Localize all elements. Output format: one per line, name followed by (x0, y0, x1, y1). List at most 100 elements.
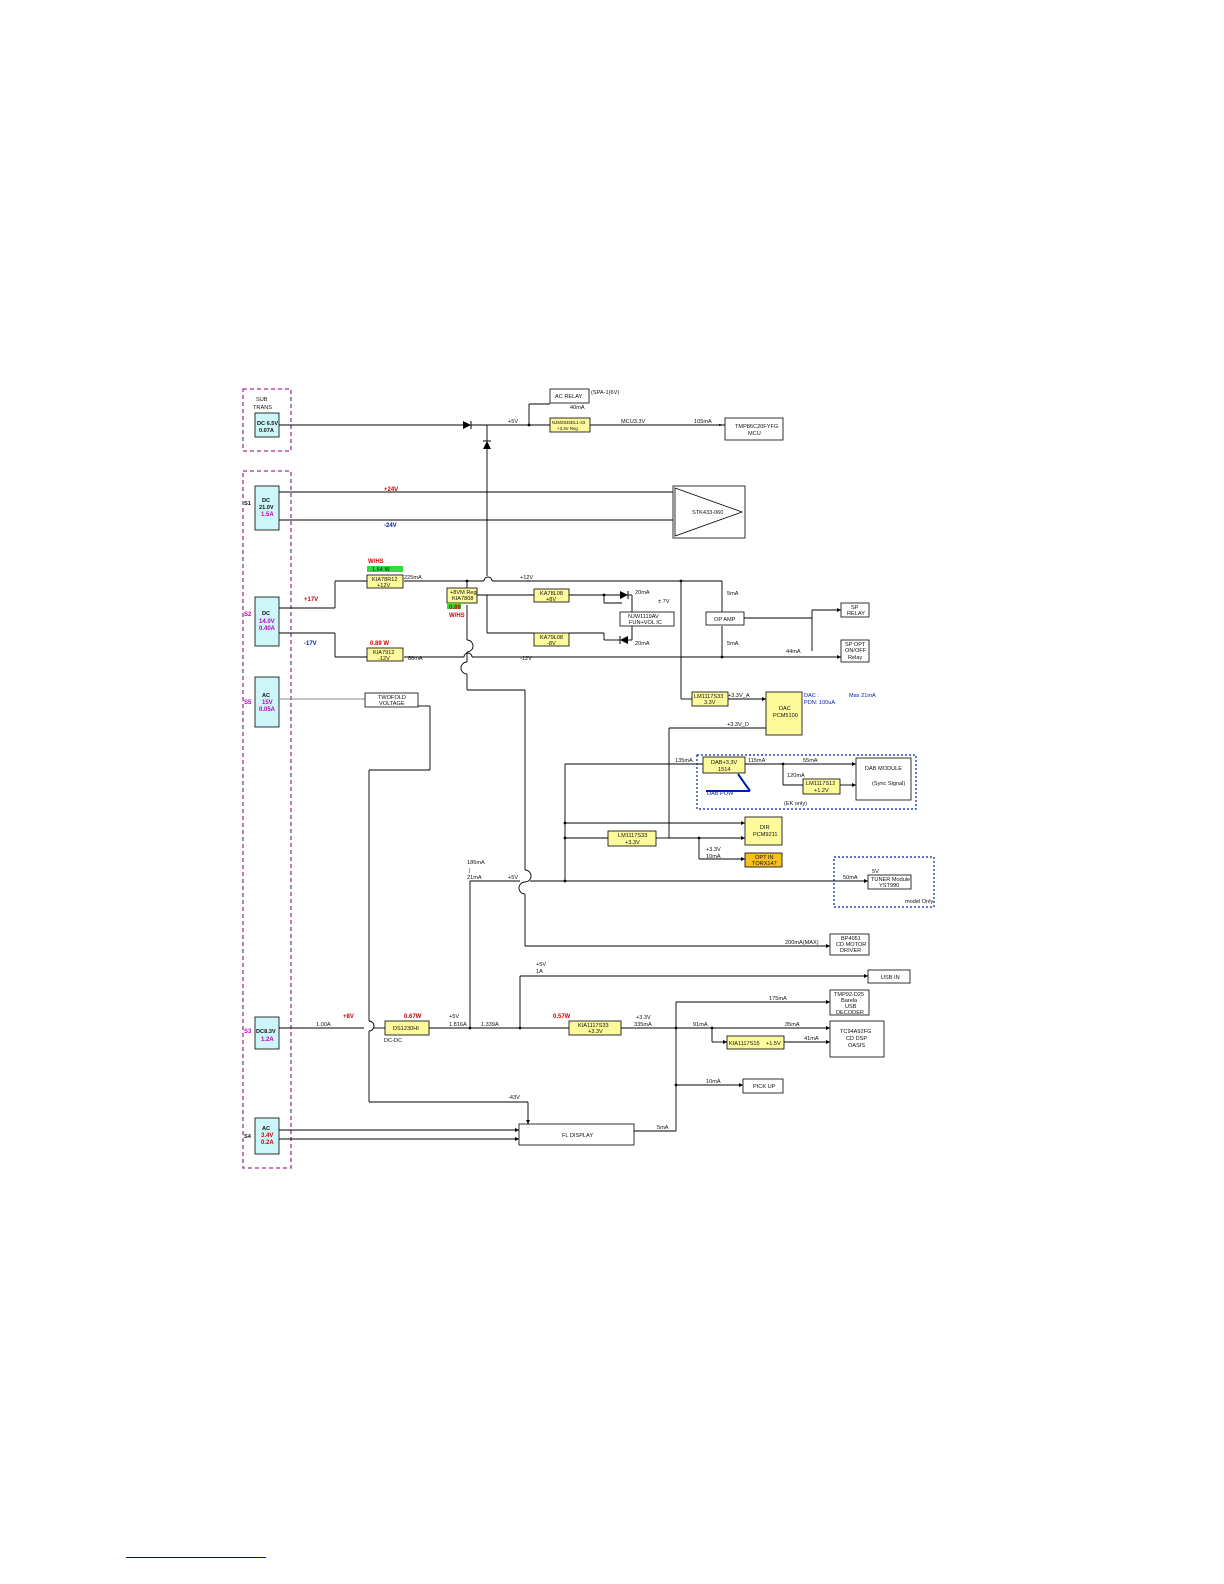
lm-dir-regulator: LM1117S33 +3.3V (607, 830, 657, 847)
sub-trans-frame (242, 388, 292, 452)
svg-text:OP AMP: OP AMP (714, 617, 736, 623)
svg-text:+3.3V Reg: +3.3V Reg (557, 426, 578, 431)
svg-text:+5V: +5V (536, 962, 546, 968)
kia1117s15-block: KIA1117S15 +1.5V (726, 1035, 785, 1050)
svg-text:-43V: -43V (508, 1095, 520, 1101)
svg-text:+3.3V: +3.3V (706, 847, 721, 853)
svg-text:+1.2V: +1.2V (814, 788, 829, 794)
svg-text:KIA1117S15: KIA1117S15 (729, 1041, 760, 1047)
svg-text:S5: S5 (244, 700, 252, 706)
svg-text:0.40A: 0.40A (259, 626, 276, 632)
ka78l08-block: KA78L08 +8V (533, 588, 570, 603)
svg-text:FUN+VOL IC: FUN+VOL IC (629, 620, 662, 626)
svg-text:120mA: 120mA (787, 773, 805, 779)
svg-text:KA78L08: KA78L08 (540, 591, 563, 597)
svg-text:0.07A: 0.07A (259, 428, 274, 434)
svg-text:+24V: +24V (384, 487, 398, 493)
svg-text:DAB+3.3V: DAB+3.3V (711, 760, 738, 766)
svg-text:1.64 W: 1.64 W (372, 567, 390, 573)
mcu-regulator: NJM2845DL1-33 +3.3V Reg (549, 417, 591, 433)
pickup-block: PICK UP (742, 1078, 784, 1094)
kia78r12-block: KIA78R12 +12V (366, 566, 404, 589)
svg-text:OASIS: OASIS (848, 1043, 865, 1049)
svg-text:|: | (469, 868, 470, 874)
svg-text:S4: S4 (244, 1134, 252, 1140)
mcu-block: TMP86C20FYFG MCU (724, 417, 784, 441)
svg-text:1A: 1A (536, 969, 543, 975)
fl-display-block: FL DISPLAY (518, 1123, 635, 1146)
model-only-note: model Only (905, 899, 933, 905)
sp-relay-block: SP RELAY (840, 602, 870, 618)
svg-text:+1.5V: +1.5V (766, 1041, 781, 1047)
svg-text:S1: S1 (244, 501, 251, 507)
wires (279, 403, 868, 1140)
svg-text:+5V: +5V (508, 419, 518, 425)
svg-text:TORX147: TORX147 (752, 861, 777, 867)
svg-text:TC94A92FG: TC94A92FG (840, 1029, 871, 1035)
svg-text:35mA: 35mA (785, 1022, 800, 1028)
svg-text:200mA(MAX): 200mA(MAX) (785, 940, 819, 946)
svg-text:DS1230HI: DS1230HI (393, 1026, 419, 1032)
svg-text:86mA: 86mA (408, 656, 423, 662)
svg-text:PCM9211: PCM9211 (753, 832, 777, 838)
svg-text:DC 6.5V: DC 6.5V (257, 421, 278, 427)
svg-text:+3.3V: +3.3V (636, 1015, 651, 1021)
svg-text:+8VM Reg: +8VM Reg (450, 590, 477, 596)
svg-text:+3.3V_A: +3.3V_A (728, 693, 750, 699)
stk-amplifier: STK433-060 (672, 485, 746, 539)
svg-text:-12V: -12V (378, 656, 390, 662)
svg-text:DC-DC: DC-DC (384, 1038, 402, 1044)
arrows (463, 421, 868, 1141)
svg-text:-17V: -17V (304, 641, 317, 647)
svg-text:44mA: 44mA (786, 649, 801, 655)
svg-text:0.89: 0.89 (449, 605, 461, 611)
svg-text:CD MOTOR: CD MOTOR (836, 942, 866, 948)
svg-text:MCU: MCU (748, 431, 761, 437)
cd-dsp-block: TC94A92FG CD DSP OASIS (829, 1020, 885, 1058)
svg-text:+12V: +12V (520, 575, 533, 581)
ac-relay-block: AC RELAY (SPA-1(6V) 40mA (549, 388, 619, 411)
svg-text:+3.3V_D: +3.3V_D (727, 722, 749, 728)
svg-text:Relay: Relay (848, 655, 863, 661)
svg-text:21.0V: 21.0V (259, 505, 274, 511)
svg-text:NJW1119AV: NJW1119AV (628, 614, 659, 620)
svg-text:+3.3V: +3.3V (588, 1029, 603, 1035)
kia1117s33-block: KIA1117S33 +3.3V (568, 1020, 622, 1036)
svg-text:15V: 15V (262, 700, 273, 706)
svg-text:0.2A: 0.2A (261, 1140, 274, 1146)
svg-text:LM1117S33: LM1117S33 (618, 833, 647, 839)
svg-text:TMP92-D25: TMP92-D25 (834, 992, 864, 998)
reg-8v-block: +8VM Reg KIA7808 (446, 587, 478, 609)
dab-regulator: DAB+3.3V 1514 (702, 756, 746, 774)
svg-text:PCM5100: PCM5100 (773, 713, 798, 719)
svg-text:DC: DC (262, 611, 270, 617)
svg-text:1.2A: 1.2A (261, 1037, 274, 1043)
footer-link-underline[interactable] (126, 1557, 266, 1558)
svg-text:OPT IN: OPT IN (755, 855, 774, 861)
svg-text:FL DISPLAY: FL DISPLAY (562, 1133, 593, 1139)
svg-text:0.57W: 0.57W (553, 1014, 571, 1020)
svg-text:+17V: +17V (304, 597, 318, 603)
svg-text:VOLTAGE: VOLTAGE (379, 701, 405, 707)
svg-text:Barela: Barela (841, 998, 858, 1004)
svg-text:14.0V: 14.0V (259, 619, 275, 625)
source-sub-trans: SUB TRANS DC 6.5V 0.07A (253, 397, 280, 438)
cd-motor-driver-block: BP4051 CD MOTOR DRIVER (829, 933, 870, 956)
svg-text:-24V: -24V (384, 523, 397, 529)
dab-module-block: DAB MODULE (Sync Signal) (855, 757, 912, 801)
svg-text:LM1117S33: LM1117S33 (694, 694, 723, 700)
svg-text:186mA: 186mA (467, 860, 485, 866)
svg-text:KIA78R12: KIA78R12 (372, 577, 398, 583)
svg-text:105mA: 105mA (694, 419, 712, 425)
svg-text:USB IN: USB IN (881, 975, 900, 981)
svg-text:1.5A: 1.5A (261, 512, 274, 518)
svg-text:225mA: 225mA (404, 575, 422, 581)
source-s4: S4 AC 3.4V 0.2A (244, 1117, 280, 1155)
svg-text:YST990: YST990 (879, 883, 899, 889)
svg-text:MCU3.3V: MCU3.3V (621, 419, 646, 425)
svg-text:(Sync Signal): (Sync Signal) (872, 781, 905, 787)
svg-text:-8V: -8V (547, 641, 556, 647)
svg-text:DAC :: DAC : (804, 693, 819, 699)
svg-text:+12V: +12V (377, 583, 390, 589)
